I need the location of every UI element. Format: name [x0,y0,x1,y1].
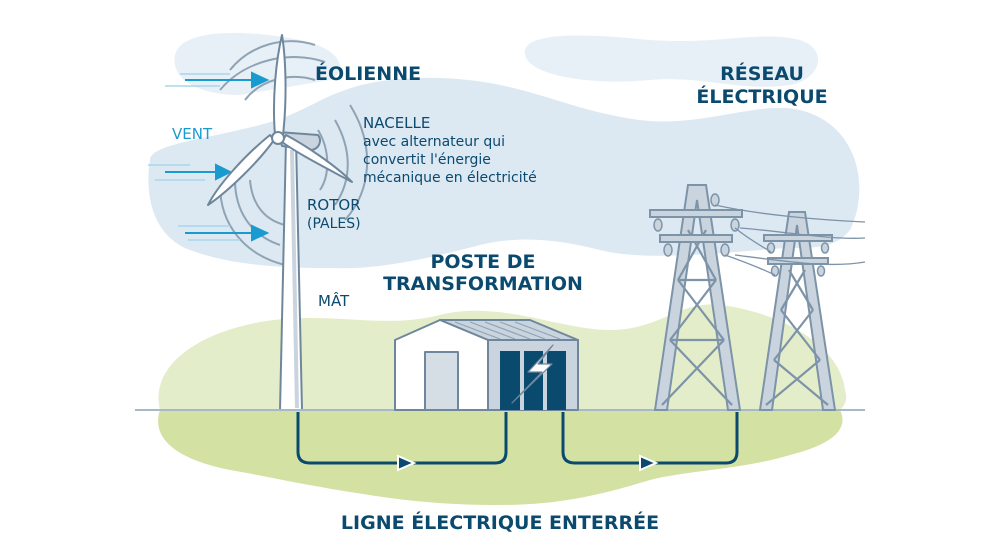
nacelle-description-line: avec alternateur qui [363,134,505,150]
substation-title-line: POSTE DE [430,251,535,273]
wind-turbine [207,34,353,411]
turbine-blade-left [207,134,275,206]
grid-title-line: ÉLECTRIQUE [696,85,827,108]
power-wires [714,204,866,276]
sky-cloud-right [524,35,819,87]
flow-arrow-icon [639,454,659,472]
underground-line-title: LIGNE ÉLECTRIQUE ENTERRÉE [341,511,659,534]
wind-arrows [165,71,270,242]
mast-label: MÂT [318,291,350,310]
nacelle-title: NACELLE [363,114,430,132]
wind-label: VENT [172,125,213,143]
turbine-blade-up [273,34,287,136]
substation-door [424,351,459,411]
turbine-blade-right [281,134,353,183]
power-pylon-1 [649,184,743,411]
turbine-hub [271,131,285,145]
rotor-title: ROTOR [307,196,361,214]
substation-building [394,319,579,411]
lightning-bolt-icon [511,344,554,404]
sky-cloud-main [148,77,860,269]
grid-title-line: RÉSEAU [720,62,804,85]
rotor-subtitle: (PALES) [307,216,361,232]
power-pylon-2 [758,211,837,411]
substation-title-line: TRANSFORMATION [383,273,583,295]
wind-waves [219,40,368,266]
grass-underground [158,410,843,505]
nacelle-description-line: mécanique en électricité [363,170,537,186]
turbine-title: ÉOLIENNE [315,62,421,85]
wind-streaks [148,73,240,241]
nacelle-description-line: convertit l'énergie [363,152,491,168]
flow-arrow-icon [397,454,417,472]
